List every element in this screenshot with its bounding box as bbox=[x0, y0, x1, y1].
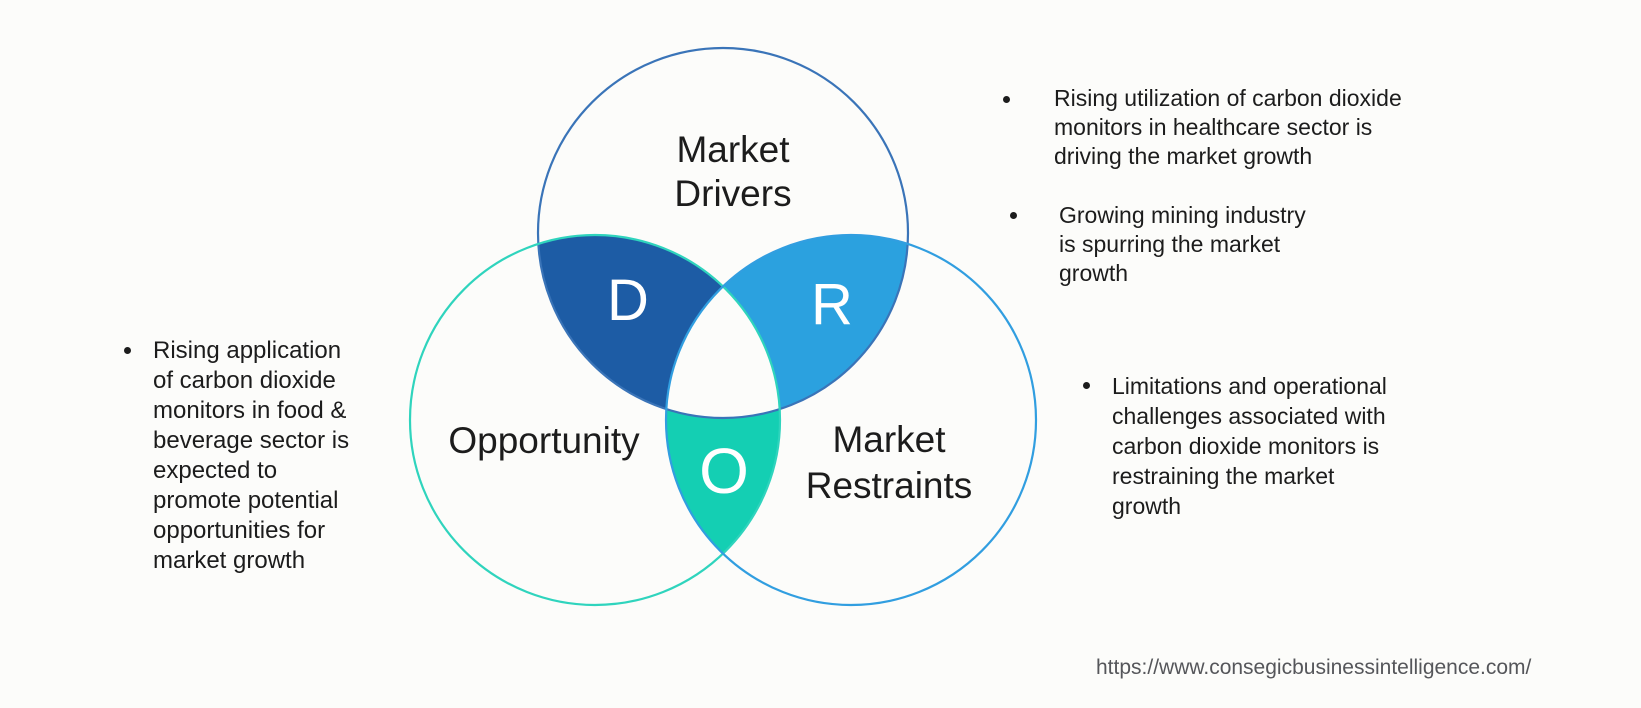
opportunity-circle bbox=[408, 233, 782, 607]
restraints-circle bbox=[664, 233, 1038, 607]
letter-o: O bbox=[699, 435, 749, 507]
drivers-label: Market Drivers bbox=[674, 129, 792, 214]
drivers-circle bbox=[536, 46, 910, 420]
opportunity-label: Opportunity bbox=[448, 420, 640, 461]
letter-d: D bbox=[607, 268, 649, 333]
bullet-dot-icon bbox=[1083, 382, 1090, 389]
bullet-dot-icon bbox=[1010, 212, 1017, 219]
bullet-dot-icon bbox=[124, 347, 131, 354]
drivers-restraints-overlap bbox=[666, 235, 908, 418]
drivers-opportunity-overlap bbox=[538, 235, 780, 418]
footer-url: https://www.consegicbusinessintelligence… bbox=[1096, 656, 1532, 679]
letter-r: R bbox=[811, 272, 853, 337]
bullet-limitations: Limitations and operational challenges a… bbox=[1112, 373, 1387, 519]
bullet-healthcare: Rising utilization of carbon dioxide mon… bbox=[1054, 85, 1402, 169]
restraints-label: Market Restraints bbox=[805, 419, 973, 506]
bullet-dot-icon bbox=[1003, 96, 1010, 103]
bullet-mining: Growing mining industry is spurring the … bbox=[1059, 202, 1306, 286]
bullet-food-beverage: Rising application of carbon dioxide mon… bbox=[153, 337, 350, 574]
